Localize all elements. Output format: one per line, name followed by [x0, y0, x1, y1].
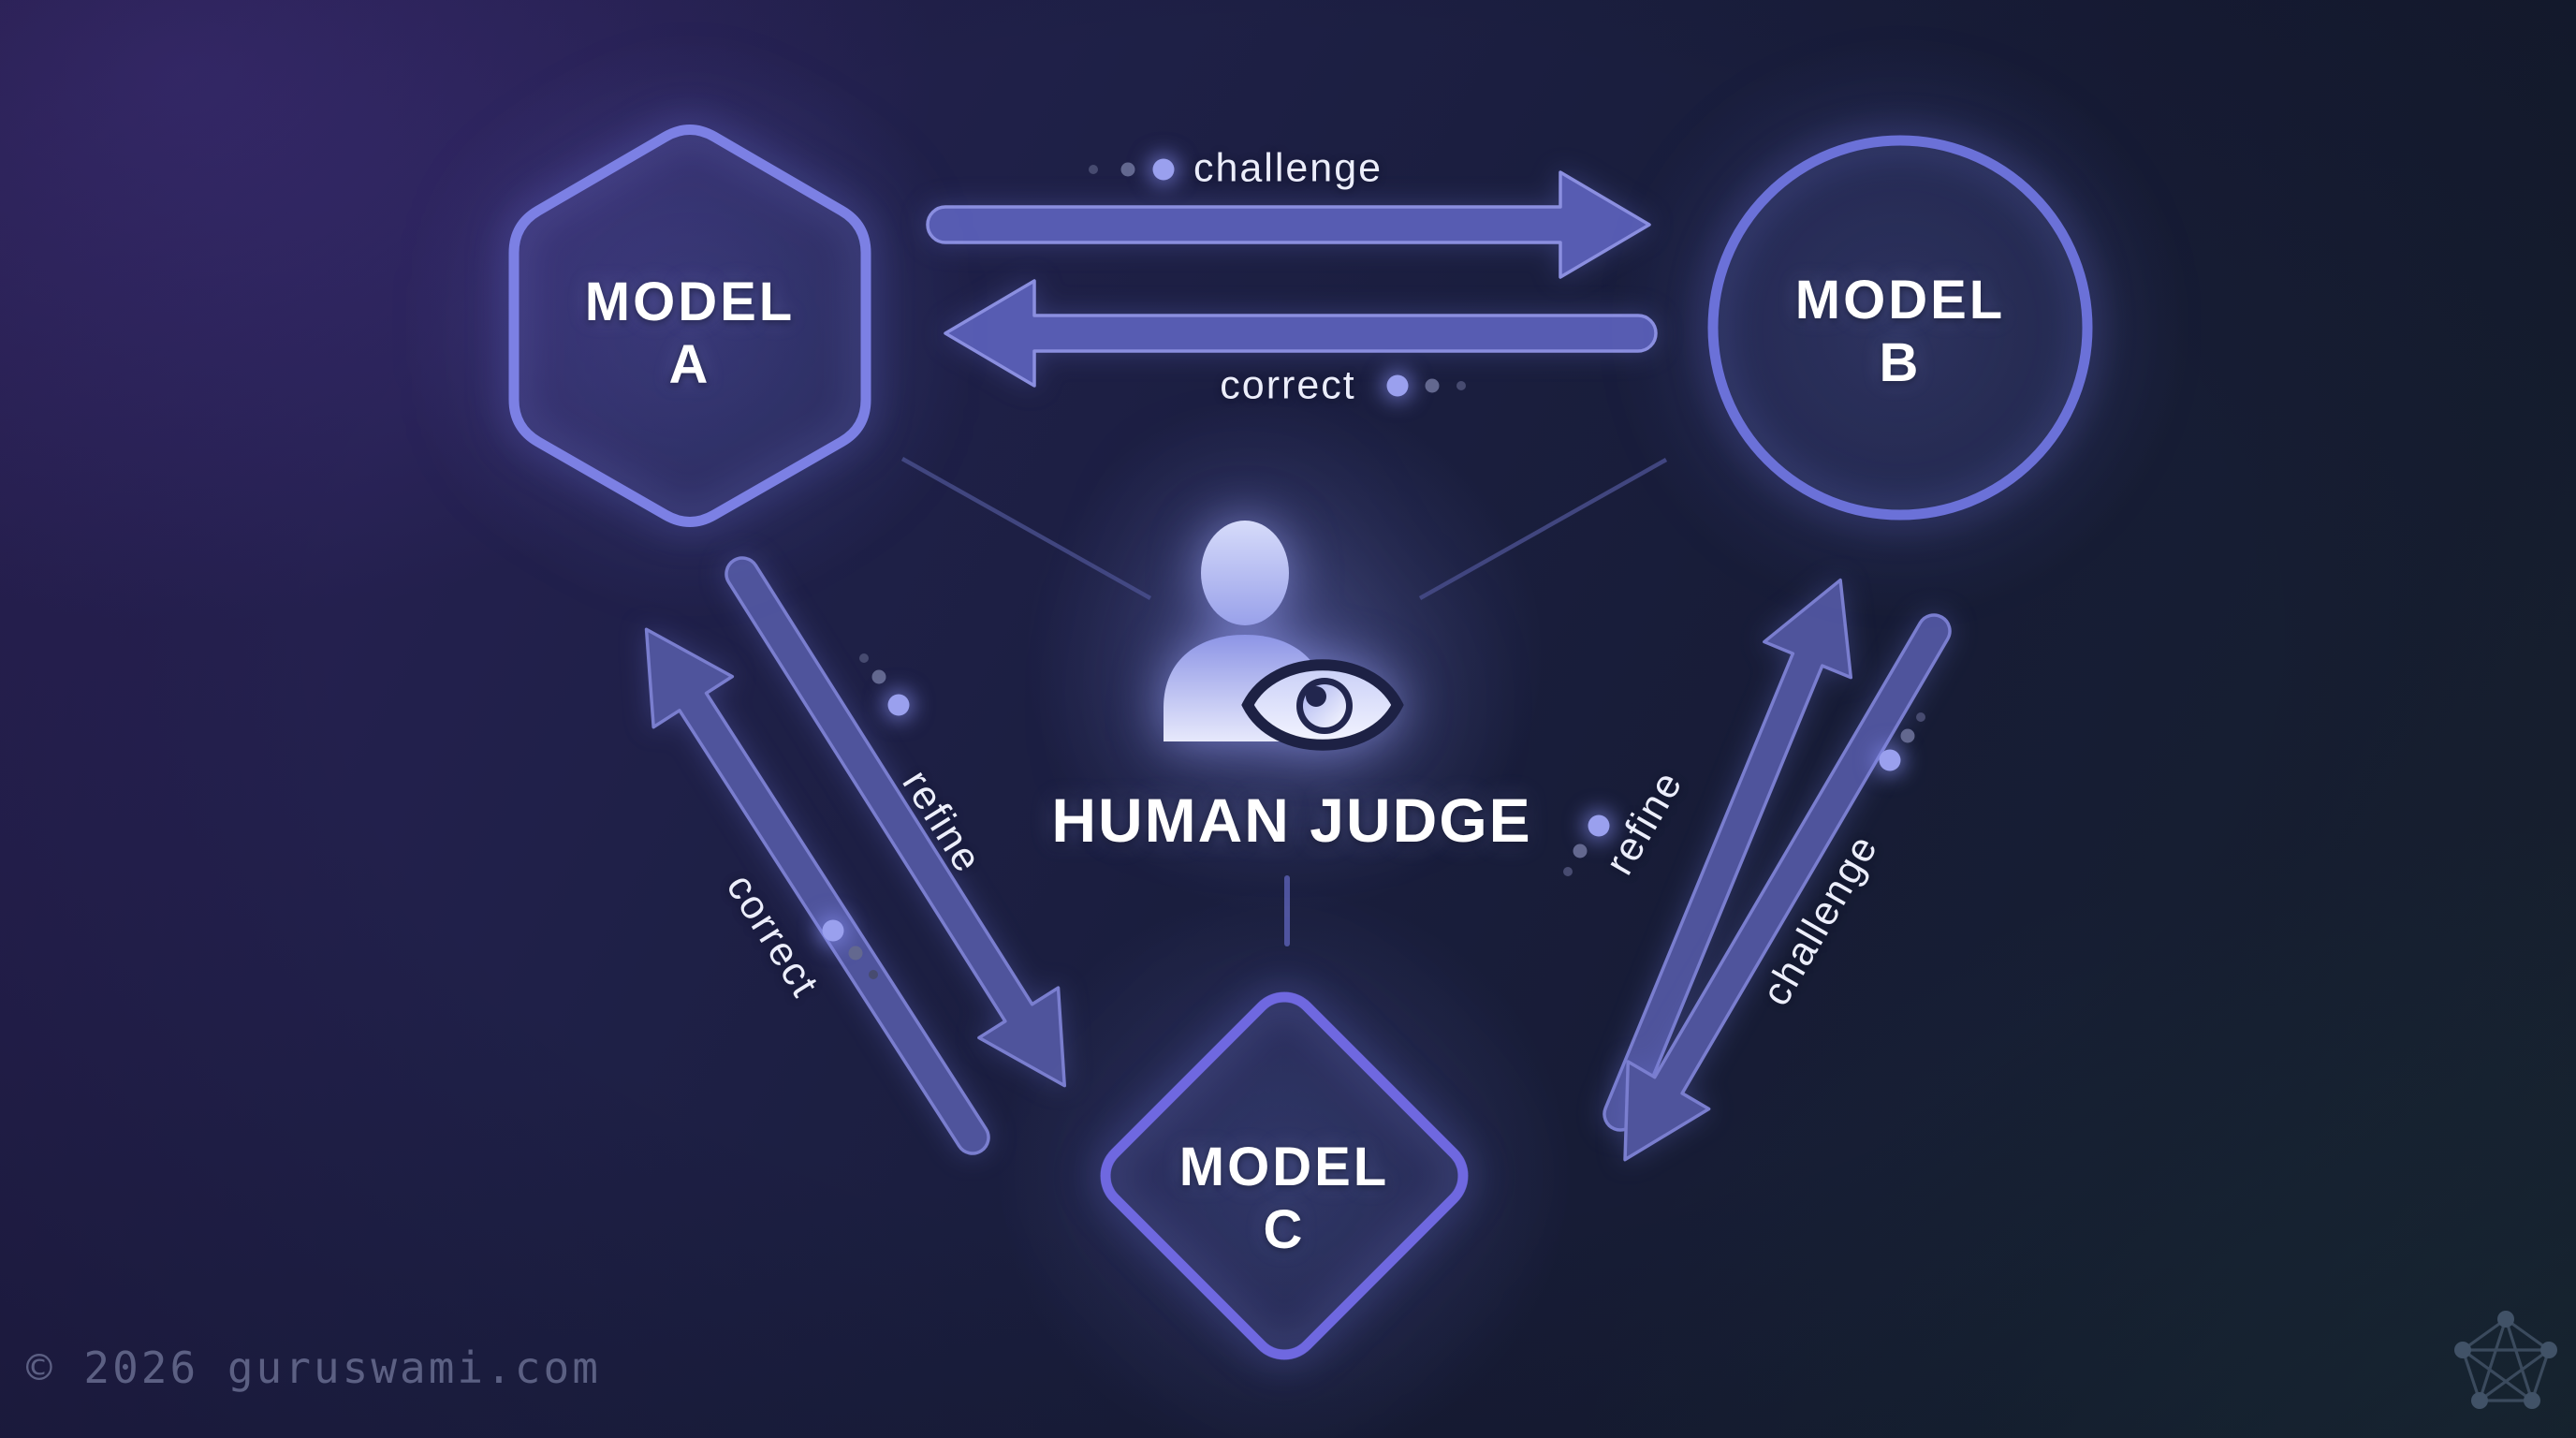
model-b-label-line1: MODEL — [1794, 270, 2006, 330]
eye-icon — [1241, 659, 1404, 751]
judge-connector-lines — [900, 457, 1668, 946]
model-c-diamond — [1100, 991, 1469, 1360]
model-b-label: MODEL B — [1795, 269, 2005, 394]
model-a-hexagon — [508, 125, 871, 527]
model-b-circle — [1707, 135, 2093, 521]
model-c-label-line1: MODEL — [1178, 1137, 1390, 1197]
pentagon-network-logo-icon — [2454, 1311, 2557, 1409]
arrow-a-to-c-refine — [724, 556, 1066, 1088]
copyright-watermark: © 2026 guruswami.com — [26, 1343, 601, 1393]
human-judge-icon — [1164, 521, 1404, 751]
human-judge-label: HUMAN JUDGE — [1051, 785, 1532, 855]
edge-label-correct-top: correct — [1220, 362, 1356, 408]
model-a-label-line1: MODEL — [584, 271, 796, 332]
model-c-label: MODEL C — [1179, 1136, 1389, 1261]
arrow-c-to-b-refine — [1603, 578, 1853, 1132]
model-c-label-line2: C — [1263, 1199, 1306, 1260]
arrow-b-to-a-correct — [944, 279, 1658, 388]
person-head — [1201, 521, 1289, 625]
arrow-b-to-c-challenge — [1623, 613, 1952, 1162]
connector-line-model-a-judge — [900, 457, 1152, 600]
arrow-c-to-a-correct — [644, 627, 990, 1155]
arrow-a-to-b-challenge — [926, 170, 1651, 279]
model-a-label: MODEL A — [585, 271, 795, 396]
model-b-label-line2: B — [1879, 332, 1922, 393]
edge-label-challenge-top: challenge — [1193, 145, 1383, 191]
connector-line-model-b-judge — [1418, 458, 1668, 600]
model-a-label-line2: A — [668, 334, 711, 395]
